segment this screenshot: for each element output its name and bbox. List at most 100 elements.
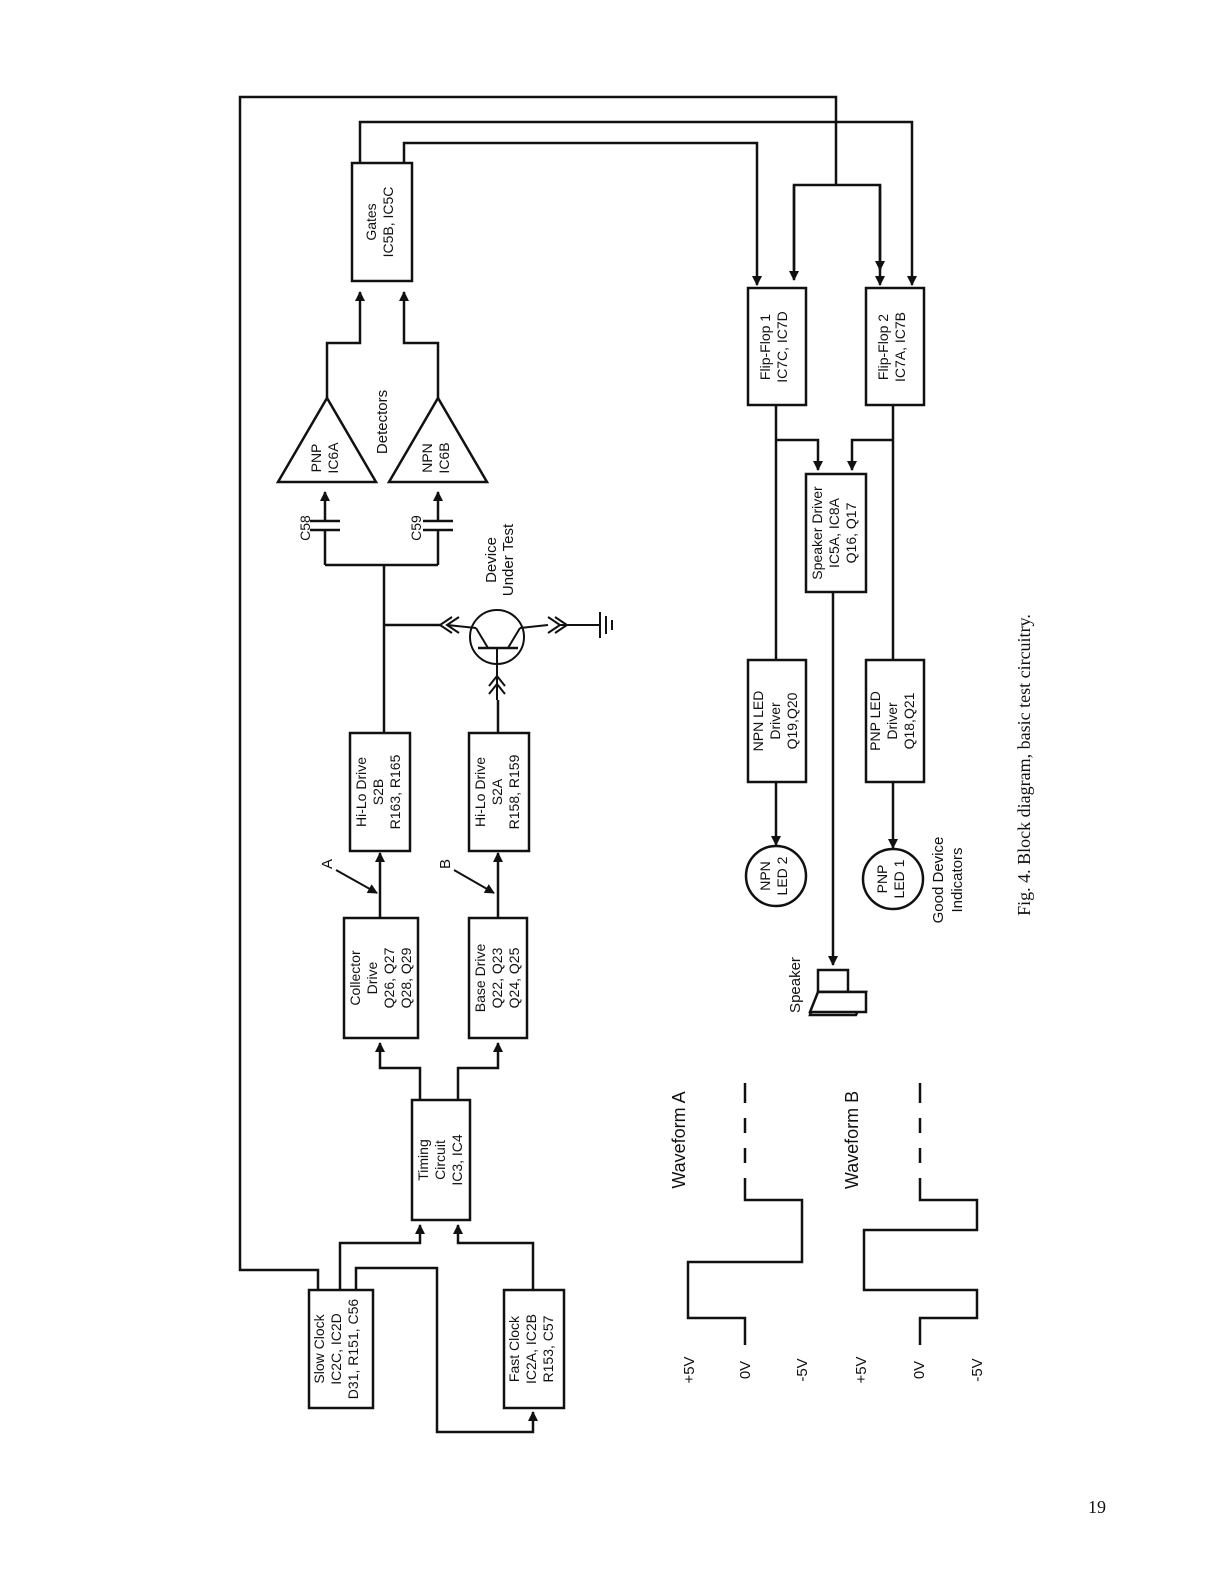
collector-drive-label-line-1: Collector — [347, 950, 363, 1006]
waveform-b-minus5v-label: -5V — [969, 1358, 986, 1381]
base-drive-label-line-1: Base Drive — [472, 944, 488, 1013]
speaker-icon — [808, 968, 868, 1017]
npn-detector-label-line-2: IC6B — [436, 442, 452, 473]
npn-led-driver-label-line-3: Q19,Q20 — [784, 692, 800, 749]
gates-label-line-1: Gates — [363, 203, 379, 240]
good-device-indicators-label-line-2: Indicators — [949, 847, 966, 912]
device-under-test-label-line-2: Under Test — [500, 523, 517, 596]
pnp-led-driver-label-line-1: PNP LED — [867, 691, 883, 751]
waveform-a-plus5v-label: +5V — [681, 1356, 698, 1383]
page-number: 19 — [1088, 1497, 1106, 1517]
detectors-label: Detectors — [374, 390, 391, 454]
waveform-b-plus5v-label-line-1: +5V — [853, 1356, 870, 1383]
detectors-label-line-1: Detectors — [374, 390, 391, 454]
waveform-b-0v-label-line-1: 0V — [911, 1361, 928, 1379]
fast-clock-label-line-1: Fast Clock — [506, 1315, 522, 1382]
hilo-drive-s2b-label-line-1: Hi-Lo Drive — [353, 757, 369, 827]
pnp-led-label-line-2: LED 1 — [891, 859, 907, 898]
npn-detector-amplifier — [386, 395, 490, 484]
npn-led-driver-label-line-1: NPN LED — [750, 691, 766, 752]
gates-block — [350, 161, 414, 283]
gates-label-line-2: IC5B, IC5C — [380, 187, 396, 258]
base-drive-label-line-3: Q24, Q25 — [506, 947, 522, 1008]
flip-flop-2-block — [864, 286, 926, 407]
c59-label: C59 — [408, 515, 424, 541]
npn-led-label-line-1: NPN — [757, 861, 773, 891]
speaker-label: Speaker — [787, 957, 804, 1013]
pnp-led-1 — [861, 847, 925, 911]
pnp-led-label-line-1: PNP — [874, 865, 890, 894]
waveform-b-title: Waveform B — [842, 1091, 862, 1189]
waveform-b-trace — [862, 1083, 979, 1345]
timing-circuit-block — [410, 1098, 472, 1222]
hilo-drive-s2b-label-line-2: S2B — [370, 779, 386, 805]
device-under-test-transistor — [438, 609, 613, 700]
hilo-drive-s2a-label-line-1: Hi-Lo Drive — [472, 757, 488, 827]
flip-flop-2-label-line-1: Flip-Flop 2 — [875, 314, 891, 380]
timing-circuit-label-line-3: IC3, IC4 — [449, 1134, 465, 1186]
collector-drive-label-line-3: Q26, Q27 — [381, 947, 397, 1008]
speaker-driver-label-line-1: Speaker Driver — [809, 486, 825, 580]
flip-flop-2-label-line-2: IC7A, IC7B — [892, 312, 908, 382]
npn-detector-label-line-1: NPN — [419, 443, 435, 473]
pnp-led-driver-label-line-3: Q18,Q21 — [901, 692, 917, 749]
flip-flop-1-block — [746, 286, 808, 407]
figure-caption: Fig. 4. Block diagram, basic test circui… — [1014, 614, 1034, 916]
pnp-detector-label-line-2: IC6A — [325, 442, 341, 474]
fast-clock-label-line-2: IC2A, IC2B — [523, 1314, 539, 1384]
flip-flop-1-label-line-2: IC7C, IC7D — [774, 311, 790, 383]
waveform-b-minus5v-label-line-1: -5V — [969, 1358, 986, 1381]
hilo-drive-s2a-label-line-3: R158, R159 — [506, 754, 522, 829]
waveform-b-0v-label: 0V — [911, 1361, 928, 1379]
pnp-detector-label-line-1: PNP — [308, 444, 324, 473]
c58-label-line-1: C58 — [297, 515, 313, 541]
pnp-detector-amplifier — [275, 395, 379, 484]
good-device-indicators-label-line-1: Good Device — [930, 837, 947, 924]
waveform-a-0v-label: 0V — [737, 1361, 754, 1379]
waveform-a-minus5v-label-line-1: -5V — [794, 1358, 811, 1381]
test-point-b-label-line-1: B — [437, 859, 454, 869]
timing-circuit-label-line-1: Timing — [415, 1139, 431, 1181]
npn-led-driver-label-line-2: Driver — [767, 702, 783, 740]
slow-clock-label-line-2: IC2C, IC2D — [328, 1313, 344, 1385]
waveform-a-plus5v-label-line-1: +5V — [681, 1356, 698, 1383]
npn-led-label-line-2: LED 2 — [774, 856, 790, 895]
c58-label: C58 — [297, 515, 313, 541]
device-under-test-label-line-1: Device — [483, 537, 500, 583]
wiring — [238, 95, 917, 1434]
speaker-label-line-1: Speaker — [787, 957, 804, 1013]
base-drive-label-line-2: Q22, Q23 — [489, 947, 505, 1008]
slow-clock-block — [307, 1288, 375, 1410]
hilo-drive-s2a-label-line-2: S2A — [489, 778, 505, 805]
slow-clock-label-line-1: Slow Clock — [311, 1313, 327, 1383]
speaker-driver-label-line-3: Q16, Q17 — [843, 502, 859, 563]
waveform-a-0v-label-line-1: 0V — [737, 1361, 754, 1379]
npn-led-2 — [744, 844, 808, 908]
figure-caption-line-1: Fig. 4. Block diagram, basic test circui… — [1014, 614, 1034, 916]
hilo-drive-s2b-block — [348, 731, 412, 853]
fast-clock-label-line-3: R153, C57 — [540, 1315, 556, 1382]
waveform-a-minus5v-label: -5V — [794, 1358, 811, 1381]
hilo-drive-s2a-block — [467, 731, 531, 853]
npn-led-driver-block — [746, 658, 808, 784]
test-point-b-label: B — [437, 859, 454, 869]
test-point-a-label: A — [319, 859, 336, 869]
waveform-a-title-line-1: Waveform A — [669, 1091, 689, 1188]
